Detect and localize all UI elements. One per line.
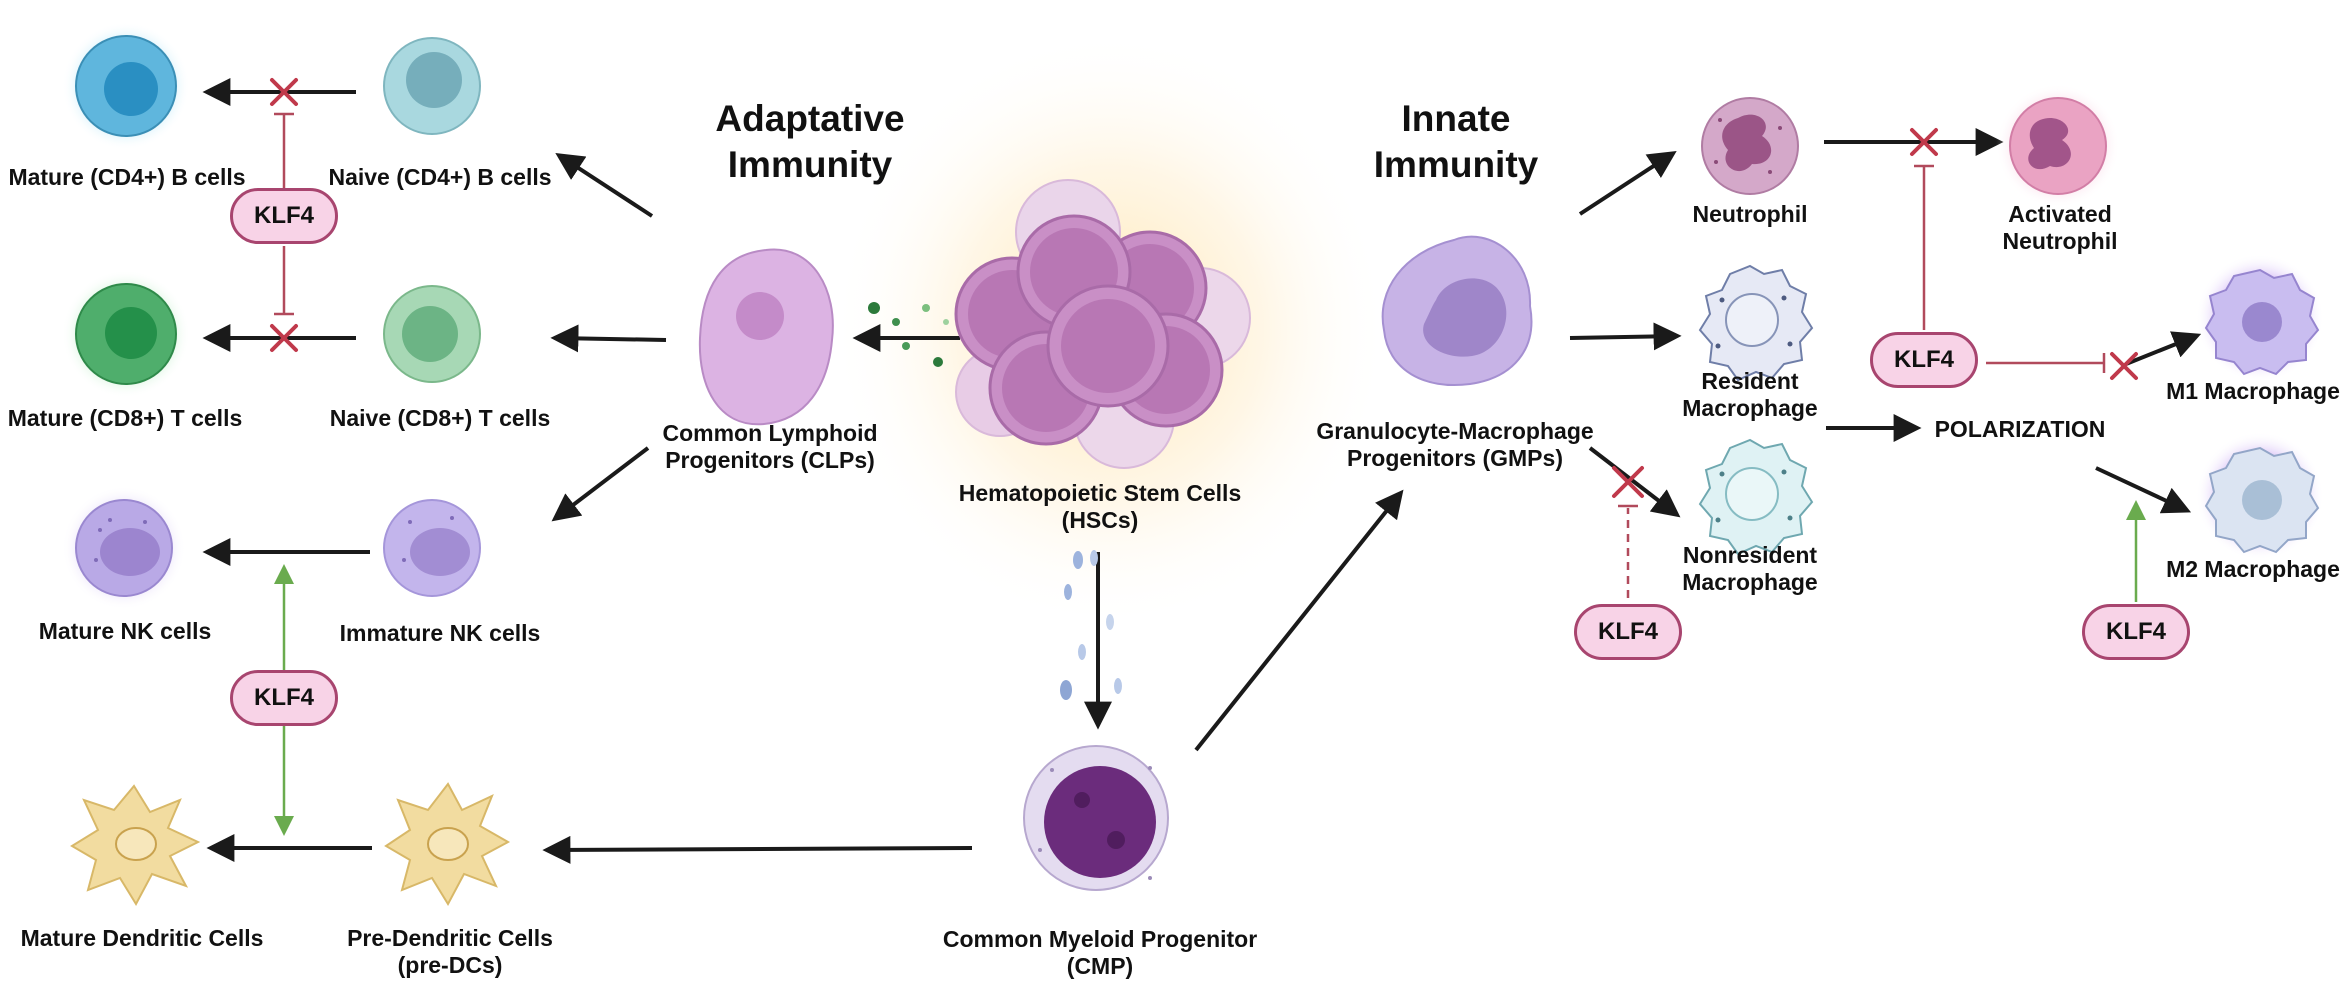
m1-macrophage-cell <box>2196 254 2324 382</box>
signal-particles-lymphoid <box>868 302 949 367</box>
block-cross-t <box>270 324 298 352</box>
gmp-label-line1: Granulocyte-Macrophage <box>1316 418 1594 444</box>
innate-immunity-heading: Innate Immunity <box>1296 96 1616 188</box>
naive-t-cell <box>383 285 481 383</box>
nonresident-macrophage-label: Nonresident Macrophage <box>1660 542 1840 596</box>
innate-heading-line1: Innate <box>1401 98 1511 139</box>
adaptive-heading-line2: Immunity <box>727 144 893 185</box>
klf4-badge-b-t: KLF4 <box>230 188 338 244</box>
gmp-label: Granulocyte-Macrophage Progenitors (GMPs… <box>1300 418 1610 472</box>
granulocyte-macrophage-progenitor-cell <box>1381 235 1533 386</box>
block-cross-b <box>270 78 298 106</box>
common-myeloid-progenitor-cell <box>1023 745 1169 891</box>
pre-dendritic-cell <box>384 782 511 907</box>
signal-particles-myeloid <box>1060 550 1122 700</box>
m1-macrophage-label: M1 Macrophage <box>2166 378 2340 404</box>
klf4-regulation-lines <box>270 78 2146 836</box>
gmp-label-line2: Progenitors (GMPs) <box>1347 445 1563 471</box>
mature-t-cell-label: Mature (CD8+) T cells <box>7 405 243 431</box>
naive-t-cell-label: Naive (CD8+) T cells <box>329 405 551 431</box>
mature-dendritic-cell-label: Mature Dendritic Cells <box>20 925 264 951</box>
nonresident-macrophage-label-line1: Nonresident <box>1682 542 1818 568</box>
arrow-gmp-to-neutrophil <box>1578 150 1677 216</box>
arrow-gmp-to-resident-macrophage <box>1569 322 1682 351</box>
hsc-label-line1: Hematopoietic Stem Cells <box>958 480 1242 506</box>
arrow-clp-to-naive-t <box>550 324 667 353</box>
activated-neutrophil-label-line1: Activated <box>2008 201 2112 227</box>
pre-dc-label-line1: Pre-Dendritic Cells <box>347 925 553 951</box>
block-cross-nonresident <box>1612 466 1644 498</box>
resident-macrophage-label: Resident Macrophage <box>1660 368 1840 422</box>
naive-b-cell <box>383 37 481 135</box>
block-cross-neutrophil <box>1910 128 1938 156</box>
mature-dendritic-cell <box>70 784 201 907</box>
arrows <box>202 78 2202 864</box>
resident-macrophage-label-line2: Macrophage <box>1682 395 1818 421</box>
block-cross-m1 <box>2110 352 2138 380</box>
clp-label-line1: Common Lymphoid <box>662 420 878 446</box>
nonresident-macrophage-label-line2: Macrophage <box>1682 569 1818 595</box>
arrow-cmp-to-gmp <box>1194 489 1404 752</box>
activated-neutrophil-label-line2: Neutrophil <box>2002 228 2118 254</box>
pre-dc-label-line2: (pre-DCs) <box>397 952 503 978</box>
resident-macrophage-cell <box>1698 264 1814 382</box>
mature-b-cell-label: Mature (CD4+) B cells <box>8 164 246 190</box>
cmp-label-line1: Common Myeloid Progenitor <box>942 926 1258 952</box>
naive-b-cell-label: Naive (CD4+) B cells <box>328 164 552 190</box>
mature-nk-cell <box>62 486 186 610</box>
mature-nk-cell-label: Mature NK cells <box>38 618 212 644</box>
immature-nk-cell-label: Immature NK cells <box>339 620 541 646</box>
common-lymphoid-progenitor-cell <box>698 248 834 426</box>
arrow-gmp-to-nonresident-macrophage <box>1588 446 1681 518</box>
m2-macrophage-cell <box>2196 432 2324 560</box>
m2-macrophage-label: M2 Macrophage <box>2166 556 2340 582</box>
pre-dendritic-cell-label: Pre-Dendritic Cells (pre-DCs) <box>330 925 570 979</box>
klf4-badge-nonresident: KLF4 <box>1574 604 1682 660</box>
arrow-polarization-to-m2 <box>2095 466 2192 514</box>
clp-label-line2: Progenitors (CLPs) <box>665 447 875 473</box>
klf4-badge-m2: KLF4 <box>2082 604 2190 660</box>
polarization-label: POLARIZATION <box>1934 416 2106 442</box>
mature-t-cell <box>62 270 190 398</box>
adaptive-heading-line1: Adaptative <box>715 98 905 139</box>
hsc-label: Hematopoietic Stem Cells (HSCs) <box>940 480 1260 534</box>
resident-macrophage-label-line1: Resident <box>1701 368 1799 394</box>
hematopoietic-stem-cell-cluster <box>954 179 1251 469</box>
arrow-cmp-to-pre-dc <box>542 835 973 864</box>
activated-neutrophil-label: Activated Neutrophil <box>1970 201 2150 255</box>
nonresident-macrophage-cell <box>1698 438 1814 556</box>
cmp-label: Common Myeloid Progenitor (CMP) <box>930 926 1270 980</box>
arrow-polarization-to-m1 <box>2125 331 2202 366</box>
innate-heading-line2: Immunity <box>1373 144 1539 185</box>
immature-nk-cell <box>383 499 481 597</box>
activated-neutrophil-cell <box>1996 84 2120 208</box>
arrow-clp-to-naive-b <box>555 152 654 218</box>
clp-label: Common Lymphoid Progenitors (CLPs) <box>640 420 900 474</box>
mature-b-cell <box>62 22 190 150</box>
arrow-clp-to-immature-nk <box>551 446 650 522</box>
cmp-label-line2: (CMP) <box>1066 953 1134 979</box>
neutrophil-label: Neutrophil <box>1692 201 1808 227</box>
klf4-badge-neutrophil-m1: KLF4 <box>1870 332 1978 388</box>
hsc-label-line2: (HSCs) <box>1061 507 1139 533</box>
neutrophil-cell <box>1701 97 1799 195</box>
klf4-badge-nk-dc: KLF4 <box>230 670 338 726</box>
adaptive-immunity-heading: Adaptative Immunity <box>650 96 970 188</box>
